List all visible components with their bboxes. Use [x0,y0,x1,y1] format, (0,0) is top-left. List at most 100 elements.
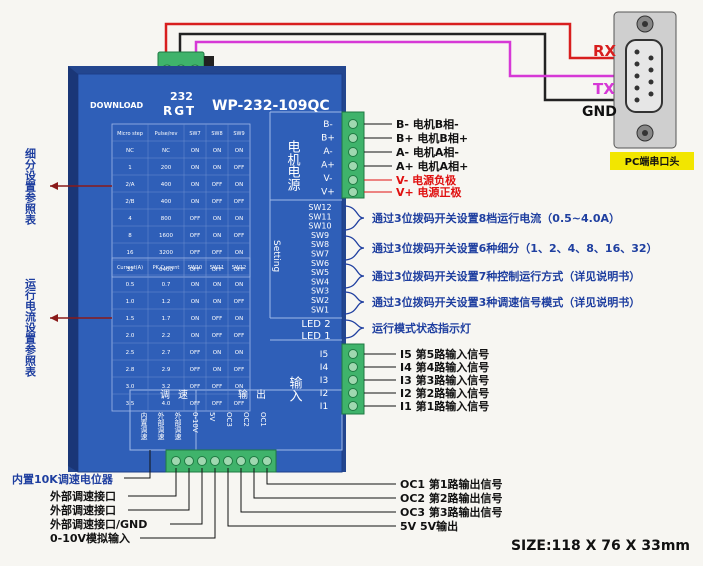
power-terminal-label: V+ [321,188,335,198]
current-table-header: Current(A) [117,265,143,271]
callout-current-table: 运行电流设置参照表 [24,278,38,378]
motor-group-label: 电机 [285,140,301,167]
left-callouts: 细分设置参照表 运行电流设置参照表 [24,147,112,378]
current-table-cell: ON [235,384,243,390]
callout-v-plus: V+ 电源正极 [396,185,463,199]
output-group-label: 输出 [238,388,274,401]
current-table-cell: ON [235,316,243,322]
bottom-terminal-label: 内置调速 [140,411,148,441]
callout-oc3: OC3 第3路输出信号 [400,505,503,519]
current-table-cell: 1.2 [162,299,171,305]
input-terminal-block [341,343,365,415]
callout-v-minus: V- 电源负极 [396,173,457,187]
microstep-table-cell: NC [162,148,170,154]
microstep-table-cell: ON [213,148,221,154]
speed-group-label: 调速 [160,389,196,401]
serial-wires [164,22,620,102]
microstep-table-cell: 1 [128,165,132,171]
current-table-cell: 1.0 [126,299,135,305]
callout-led: 运行模式状态指示灯 [372,321,471,335]
current-table-cell: 2.5 [126,350,135,356]
microstep-table-cell: ON [191,182,199,188]
brand-bottom: RGT [163,104,196,118]
callout-i4: I4 第4路输入信号 [400,360,489,374]
current-table-cell: OFF [190,384,201,390]
current-table-cell: OFF [234,367,245,373]
microstep-table-cell: OFF [212,199,223,205]
input-terminal-label: I4 [320,363,329,373]
switch-label: SW11 [308,212,331,221]
current-table-cell: ON [191,333,199,339]
current-table-header: SW10 [188,265,202,271]
current-table-cell: OFF [234,299,245,305]
microstep-table-cell: 4 [128,216,132,222]
brand-top: 232 [170,90,193,103]
bottom-terminal-label: OC1 [259,412,267,427]
current-table-header: SW11 [210,265,224,271]
microstep-table-header: Micro step [117,131,143,137]
microstep-table-cell: OFF [234,233,245,239]
callout-i2: I2 第2路输入信号 [400,386,489,400]
bottom-terminal-label: 5V [208,412,216,421]
current-table-cell: 3.0 [126,384,135,390]
current-table-cell: ON [213,282,221,288]
power-terminal-block [341,111,365,199]
power-group-label: 电源 [285,165,301,191]
callout-run-mode: 通过3位拨码开关设置7种控制运行方式（详见说明书） [372,269,640,283]
microstep-table-cell: 6400 [159,267,173,273]
current-table-cell: 3.5 [126,401,135,407]
microstep-table-cell: 32 [127,267,134,273]
input-terminal-label: I2 [320,389,328,399]
microstep-table-cell: 200 [161,165,172,171]
microstep-table-cell: 400 [161,182,172,188]
microstep-table-cell: ON [191,165,199,171]
model-label: WP-232-109QC [212,98,330,114]
callout-microstep: 通过3位拨码开关设置6种细分（1、2、4、8、16、32） [372,241,658,255]
current-table-cell: OFF [234,333,245,339]
bottom-terminal-label: OC2 [242,412,250,427]
rx-label: RX [593,42,617,60]
input-terminal-label: I1 [320,402,328,412]
callout-ext-gnd: 外部调速接口/GND [49,517,147,531]
current-table-header: SW12 [232,265,246,271]
current-table-cell: OFF [212,401,223,407]
microstep-table-cell: OFF [212,267,223,273]
power-terminal-labels: B-B+A-A+V-V+ [321,120,335,198]
bottom-terminal-label: 外部调速 [174,411,182,441]
microstep-table-cell: ON [235,216,243,222]
power-terminal-label: A+ [321,161,335,171]
switch-label: SW6 [311,259,329,268]
current-table-cell: 2.8 [126,367,135,373]
led-label: LED 2 [301,319,330,330]
callout-5v: 5V 5V输出 [400,519,458,533]
bottom-terminal-label: 0-10V [191,412,199,433]
microstep-table-cell: 8 [128,233,132,239]
current-table-cell: 2.2 [162,333,171,339]
microstep-table-cell: ON [213,216,221,222]
microstep-table-cell: OFF [212,182,223,188]
current-table-cell: ON [191,282,199,288]
current-table-cell: ON [235,350,243,356]
power-terminal-label: V- [324,174,333,184]
microstep-table-cell: 2/A [125,182,134,188]
current-table-cell: OFF [212,384,223,390]
current-table-cell: OFF [212,316,223,322]
microstep-table-cell: OFF [190,250,201,256]
microstep-table-cell: OFF [190,233,201,239]
input-terminal-label: I5 [320,350,328,360]
microstep-table-cell: OFF [234,165,245,171]
callout-ext-2: 外部调速接口 [49,503,116,517]
microstep-table-header: SW9 [233,131,244,137]
current-table-cell: ON [213,299,221,305]
wire-red [164,22,620,60]
callout-current: 通过3位拨码开关设置8档运行电流（0.5~4.0A） [372,211,620,225]
microstep-table-header: SW7 [189,131,200,137]
setting-label: Setting [271,240,281,272]
callout-pot: 内置10K调速电位器 [12,472,114,486]
power-callouts: B- 电机B相- B+ 电机B相+ A- 电机A相- A+ 电机A相+ V- 电… [364,117,468,199]
